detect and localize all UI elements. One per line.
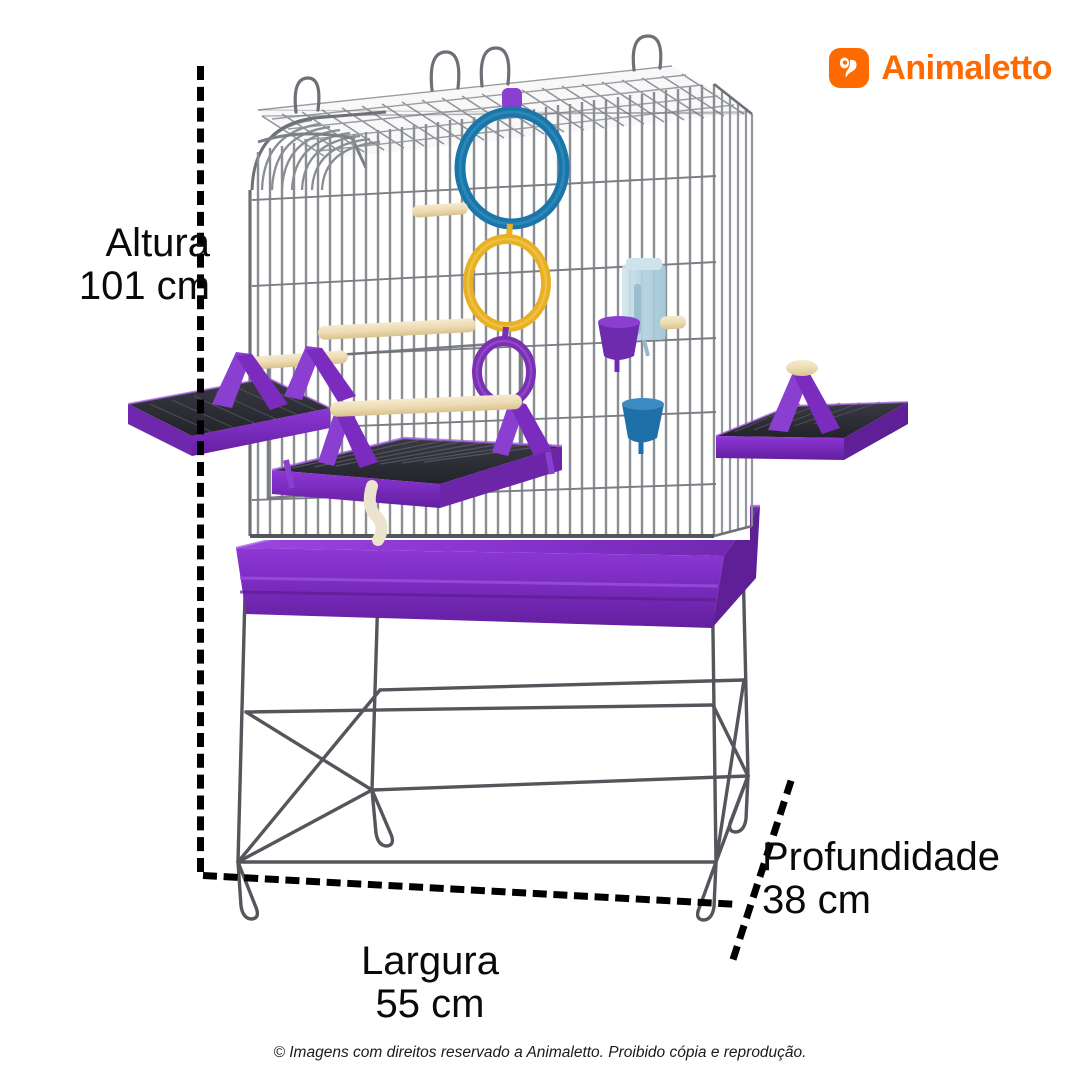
depth-label-value: 38 cm xyxy=(762,878,871,923)
width-label-value: 55 cm xyxy=(375,982,485,1027)
top-handle-loops xyxy=(293,34,663,114)
height-label-value: 101 cm xyxy=(78,264,210,309)
paw-icon xyxy=(829,48,870,88)
width-label-text: Largura xyxy=(361,939,499,983)
brand-name: Animaletto xyxy=(881,48,1052,87)
height-guide-line xyxy=(197,66,204,872)
depth-label-text: Profundidade xyxy=(762,835,1000,879)
wire-stand xyxy=(236,518,750,922)
brand-logo: Animaletto xyxy=(829,48,1052,88)
depth-dimension-label: Profundidade 38 cm xyxy=(762,835,1072,923)
copyright-footer: © Imagens com direitos reservado a Anima… xyxy=(273,1044,807,1061)
left-outer-platform xyxy=(127,346,356,456)
inner-platform xyxy=(271,394,563,546)
feeder-cup-blue xyxy=(622,398,664,454)
height-label-text: Altura xyxy=(105,221,211,265)
right-outer-platform xyxy=(715,360,909,460)
height-dimension-label: Altura 101 cm xyxy=(40,221,211,309)
feeder-cup-purple xyxy=(598,316,640,372)
width-dimension-label: Largura 55 cm xyxy=(300,939,560,1027)
ring-clip xyxy=(502,88,522,110)
perch-stub xyxy=(660,315,687,330)
